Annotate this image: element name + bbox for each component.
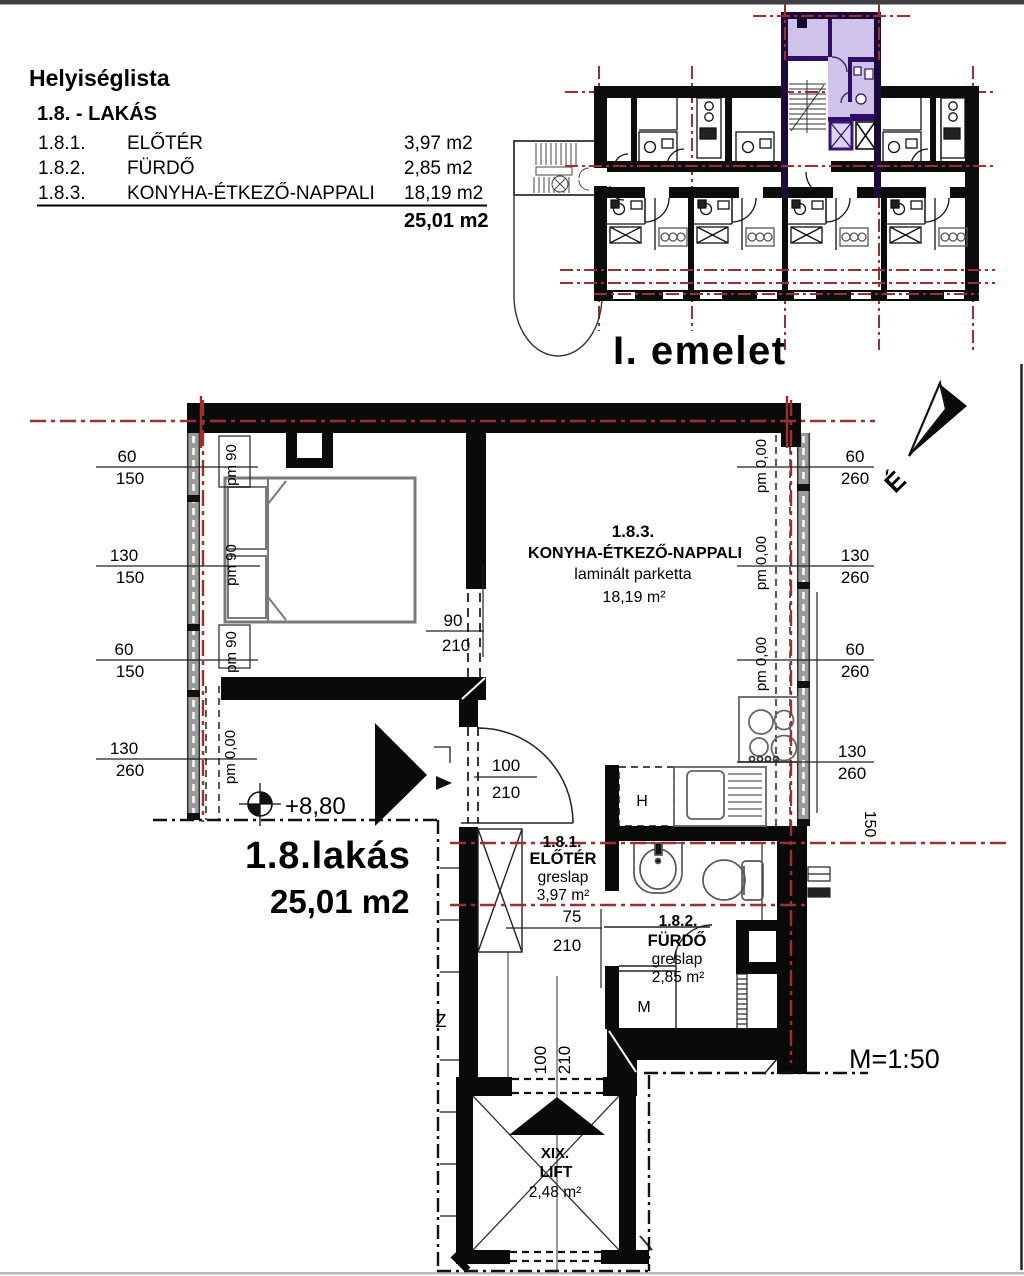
svg-text:60: 60 xyxy=(118,447,137,466)
svg-text:greslap: greslap xyxy=(538,869,589,886)
svg-text:60: 60 xyxy=(846,447,865,466)
svg-text:FÜRDŐ: FÜRDŐ xyxy=(127,157,195,179)
svg-text:100: 100 xyxy=(492,756,520,775)
svg-text:210: 210 xyxy=(553,936,581,955)
svg-text:KONYHA-ÉTKEZŐ-NAPPALI: KONYHA-ÉTKEZŐ-NAPPALI xyxy=(127,182,375,204)
svg-text:18,19 m2: 18,19 m2 xyxy=(404,183,483,204)
svg-text:ELŐTÉR: ELŐTÉR xyxy=(530,849,597,868)
svg-text:FÜRDŐ: FÜRDŐ xyxy=(648,931,707,950)
svg-text:pm 90: pm 90 xyxy=(223,444,240,486)
svg-text:2,48 m²: 2,48 m² xyxy=(529,1184,582,1201)
svg-text:Z: Z xyxy=(436,1011,447,1031)
svg-text:150: 150 xyxy=(861,811,878,838)
svg-text:260: 260 xyxy=(841,469,869,488)
svg-text:210: 210 xyxy=(555,1046,574,1074)
svg-text:260: 260 xyxy=(841,662,869,681)
svg-text:3,97 m2: 3,97 m2 xyxy=(404,133,473,154)
svg-text:2,85 m²: 2,85 m² xyxy=(652,969,705,986)
svg-text:130: 130 xyxy=(838,742,866,761)
svg-text:1.8.1.: 1.8.1. xyxy=(543,834,582,851)
svg-text:+8,80: +8,80 xyxy=(285,793,346,820)
svg-text:ELŐTÉR: ELŐTÉR xyxy=(127,132,203,154)
svg-text:3,97 m²: 3,97 m² xyxy=(537,887,590,904)
svg-text:pm 0,00: pm 0,00 xyxy=(222,730,239,784)
svg-text:60: 60 xyxy=(115,640,134,659)
svg-text:260: 260 xyxy=(841,568,869,587)
svg-text:pm 90: pm 90 xyxy=(223,631,240,673)
svg-text:25,01 m2: 25,01 m2 xyxy=(270,883,409,920)
svg-text:1.8.2.: 1.8.2. xyxy=(659,913,698,930)
svg-text:210: 210 xyxy=(442,636,470,655)
svg-text:18,19 m²: 18,19 m² xyxy=(602,589,666,606)
svg-text:KONYHA-ÉTKEZŐ-NAPPALI: KONYHA-ÉTKEZŐ-NAPPALI xyxy=(528,543,742,562)
svg-text:260: 260 xyxy=(116,761,144,780)
svg-text:100: 100 xyxy=(531,1046,550,1074)
svg-text:130: 130 xyxy=(841,546,869,565)
svg-text:pm 0,00: pm 0,00 xyxy=(753,637,770,691)
svg-text:pm 0,00: pm 0,00 xyxy=(753,439,770,493)
svg-text:150: 150 xyxy=(116,662,144,681)
svg-text:Helyiséglista: Helyiséglista xyxy=(29,65,170,91)
svg-text:60: 60 xyxy=(846,640,865,659)
svg-text:25,01 m2: 25,01 m2 xyxy=(404,210,489,232)
svg-text:1.8.3.: 1.8.3. xyxy=(612,522,655,541)
svg-text:M=1:50: M=1:50 xyxy=(849,1044,940,1074)
svg-text:1.8.3.: 1.8.3. xyxy=(38,183,86,204)
svg-text:1.8. - LAKÁS: 1.8. - LAKÁS xyxy=(37,102,157,125)
svg-text:150: 150 xyxy=(116,469,144,488)
svg-text:1.8.lakás: 1.8.lakás xyxy=(245,835,411,877)
svg-text:XIX.: XIX. xyxy=(541,1145,569,1162)
svg-text:90: 90 xyxy=(444,611,463,630)
svg-text:H: H xyxy=(636,793,648,810)
svg-text:2,85 m2: 2,85 m2 xyxy=(404,158,473,179)
svg-text:greslap: greslap xyxy=(652,951,703,968)
svg-text:pm 90: pm 90 xyxy=(223,544,240,586)
svg-text:130: 130 xyxy=(110,739,138,758)
svg-text:260: 260 xyxy=(838,764,866,783)
svg-text:1.8.1.: 1.8.1. xyxy=(38,133,86,154)
svg-text:I. emelet: I. emelet xyxy=(613,329,787,373)
svg-text:1.8.2.: 1.8.2. xyxy=(38,158,86,179)
svg-text:M: M xyxy=(637,999,650,1016)
svg-text:LIFT: LIFT xyxy=(540,1164,573,1181)
svg-text:75: 75 xyxy=(563,907,582,926)
svg-text:130: 130 xyxy=(110,546,138,565)
svg-text:210: 210 xyxy=(492,783,520,802)
svg-text:laminált parketta: laminált parketta xyxy=(574,566,691,583)
svg-text:150: 150 xyxy=(116,568,144,587)
svg-text:pm 0,00: pm 0,00 xyxy=(753,536,770,590)
